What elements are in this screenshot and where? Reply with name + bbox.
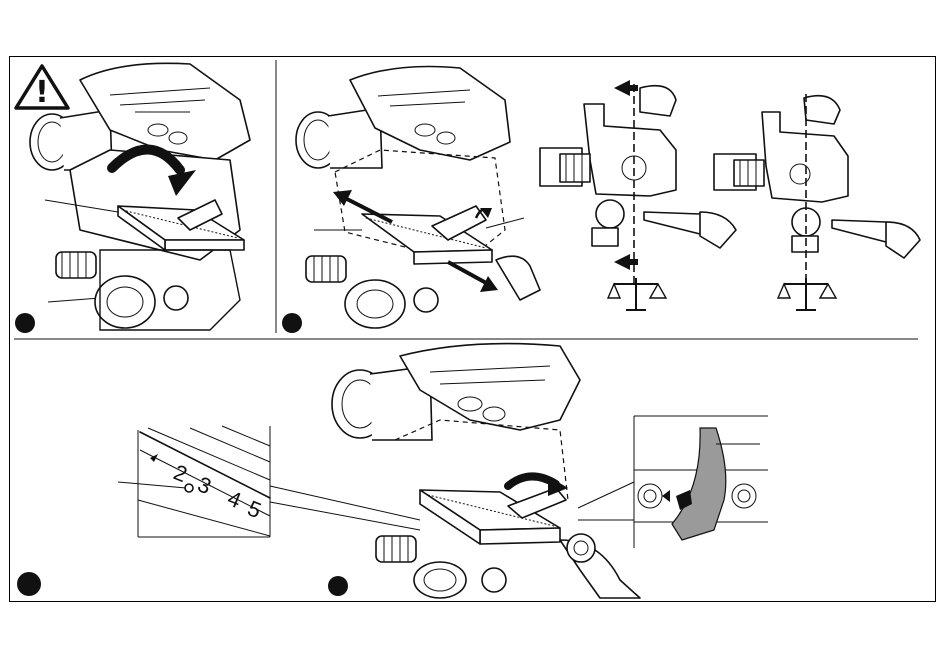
ruler-mark-2: 2	[170, 459, 191, 487]
zoom-leader-line	[578, 482, 634, 508]
zoom-leader-line	[270, 486, 420, 520]
balance-scale-icon	[778, 278, 836, 310]
hand-icon	[886, 222, 920, 258]
pan-knob-icon	[306, 256, 346, 282]
camera-side-icon	[762, 112, 848, 202]
balance-illustration-right	[714, 94, 920, 310]
lock-knob-icon	[482, 568, 506, 592]
panel-1-step-marker	[15, 313, 35, 333]
panel-3-step-marker	[17, 572, 41, 596]
tilt-drum-icon	[345, 280, 405, 328]
pan-bar-icon	[496, 256, 540, 300]
lock-knob-icon	[414, 288, 438, 312]
ruler-mark-5: 5	[244, 495, 265, 523]
pan-knob-icon	[376, 536, 416, 562]
tilt-drum-icon	[414, 562, 466, 598]
lock-knob-icon	[164, 286, 188, 310]
panel-1-illustration: !	[15, 63, 250, 333]
ruler-mark-4: 4	[224, 485, 245, 513]
panel-2-illustration	[282, 67, 540, 334]
ruler-scale-marks: 2 3 4 5	[170, 459, 265, 523]
hand-icon	[640, 86, 676, 116]
panel-3-illustration: 2 3 4 5	[17, 426, 420, 596]
hand-icon	[700, 212, 736, 248]
release-lever-icon	[672, 428, 726, 540]
tilt-drum-icon	[95, 276, 155, 328]
camera-side-icon	[584, 104, 676, 196]
warning-symbol: !	[35, 75, 49, 110]
balance-scale-icon	[608, 278, 666, 310]
hand-icon	[804, 96, 840, 124]
left-arrow-icon	[614, 254, 630, 270]
pan-knob-icon	[56, 252, 96, 278]
warning-triangle-icon: !	[16, 66, 68, 110]
panel-4-illustration	[328, 344, 640, 598]
left-arrow-icon	[614, 80, 630, 96]
panel-2-step-marker	[282, 313, 302, 333]
panel-4-step-marker	[328, 576, 348, 596]
index-mark-icon	[185, 484, 193, 492]
ruler-mark-3: 3	[194, 471, 215, 499]
balance-illustration-left	[540, 80, 736, 310]
lever-detail-inset	[634, 416, 768, 548]
